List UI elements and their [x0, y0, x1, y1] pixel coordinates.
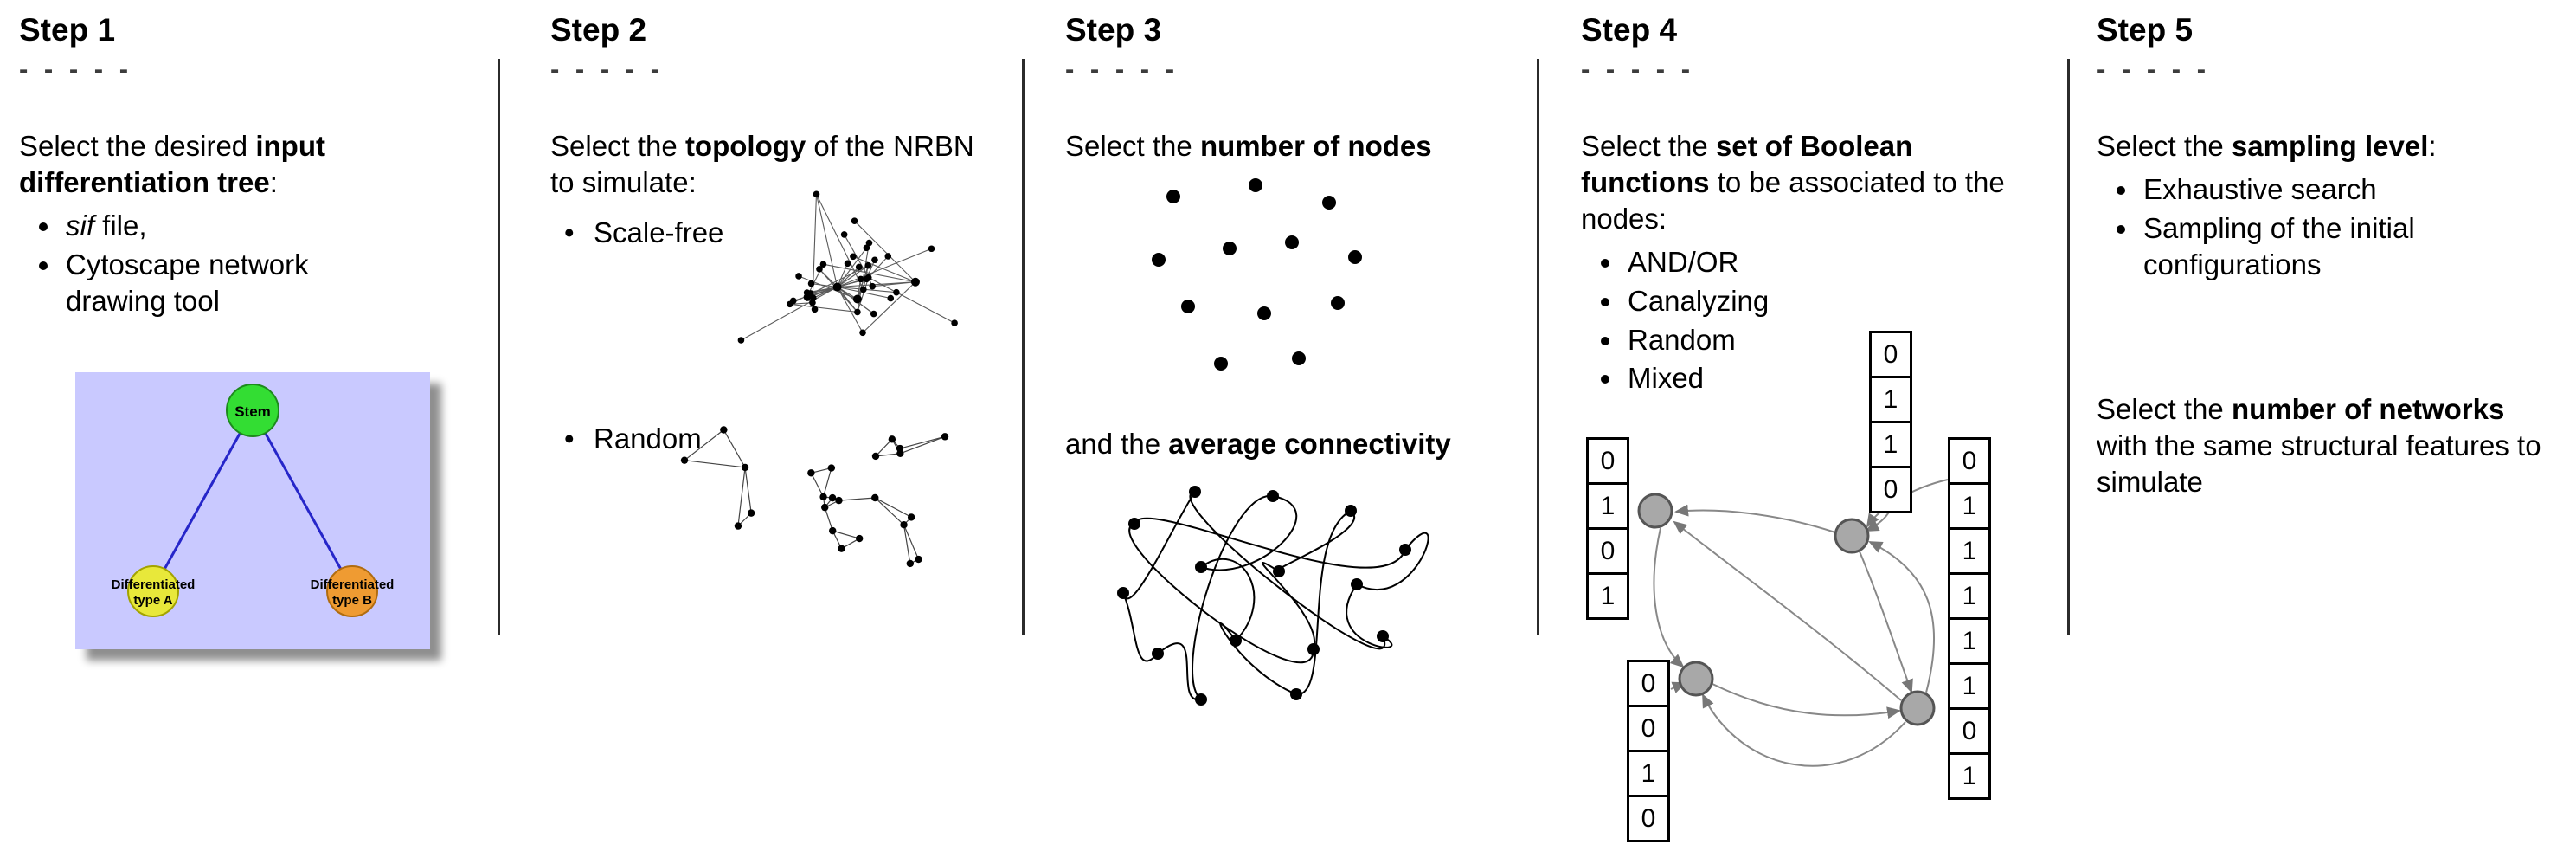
step-2-intro: Select the topology of the NRBN to simul… — [550, 130, 974, 198]
truth-table-top: 0 1 1 0 — [1869, 331, 1912, 513]
step-4-options: AND/OR Canalyzing Random Mixed — [1581, 244, 2061, 397]
list-item-random: Random — [550, 421, 702, 457]
step-2-column: Step 2 - - - - - Select the topology of … — [550, 0, 1009, 851]
truth-table-cell: 0 — [1586, 527, 1629, 575]
stem-node — [226, 384, 279, 437]
random-network-figure — [671, 416, 957, 580]
list-item-exhaustive: Exhaustive search — [2140, 171, 2529, 208]
step-4-title: Step 4 — [1581, 12, 1678, 48]
truth-table-right: 0 1 1 1 1 1 0 1 — [1948, 437, 1991, 800]
step-3-dashes: - - - - - — [1065, 54, 1179, 84]
step-1-dashes: - - - - - — [19, 54, 133, 84]
truth-table-cell: 1 — [1869, 376, 1912, 423]
step-1-options: sif file, Cytoscape network drawing tool — [19, 208, 339, 319]
step-1-column: Step 1 - - - - - Select the desired inpu… — [19, 0, 491, 851]
truth-table-cell: 1 — [1948, 662, 1991, 710]
step-2-dashes: - - - - - — [550, 54, 665, 84]
column-divider-4 — [2067, 59, 2070, 635]
list-item-random: Random — [1624, 322, 2061, 358]
truth-table-cell: 1 — [1586, 572, 1629, 620]
step-1-title: Step 1 — [19, 12, 116, 48]
list-item-canalyzing: Canalyzing — [1624, 283, 2061, 319]
step-3-line1: Select the number of nodes — [1065, 130, 1432, 162]
truth-table-cell: 1 — [1627, 750, 1670, 797]
truth-table-left: 0 1 0 1 — [1586, 437, 1629, 620]
list-item-sif-file: sif file, — [62, 208, 339, 244]
tree-edges — [151, 409, 354, 590]
step-4-intro: Select the set of Boolean functions to b… — [1581, 130, 2005, 235]
step-5-column: Step 5 - - - - - Select the sampling lev… — [2097, 0, 2576, 851]
list-item-and-or: AND/OR — [1624, 244, 2061, 280]
truth-table-cell: 0 — [1869, 466, 1912, 513]
network-node — [1637, 493, 1673, 529]
step-5-networks-text: Select the number of networks with the s… — [2097, 393, 2541, 498]
truth-table-cell: 0 — [1627, 705, 1670, 752]
truth-table-cell: 0 — [1869, 331, 1912, 378]
truth-table-cell: 0 — [1627, 660, 1670, 707]
truth-table-cell: 1 — [1586, 482, 1629, 530]
network-node — [1899, 690, 1936, 726]
list-item-sampling: Sampling of the initial configurations — [2140, 210, 2529, 283]
list-item-cytoscape: Cytoscape network drawing tool — [62, 247, 339, 319]
truth-table-cell: 0 — [1627, 795, 1670, 842]
truth-table-cell: 0 — [1948, 707, 1991, 755]
truth-table-cell: 0 — [1586, 437, 1629, 485]
column-divider-1 — [498, 59, 500, 635]
network-nodes — [1637, 493, 1936, 726]
type-b-node — [326, 565, 378, 617]
type-a-node — [127, 565, 179, 617]
truth-table-cell: 0 — [1948, 437, 1991, 485]
list-item-scale-free: Scale-free — [550, 215, 723, 251]
step-5-dashes: - - - - - — [2097, 54, 2211, 84]
network-node — [1678, 661, 1714, 697]
step-3-title: Step 3 — [1065, 12, 1162, 48]
truth-table-cell: 1 — [1948, 482, 1991, 530]
step-3-line2: and the average connectivity — [1065, 428, 1451, 460]
step-4-dashes: - - - - - — [1581, 54, 1695, 84]
step-5-options: Exhaustive search Sampling of the initia… — [2097, 171, 2529, 283]
column-divider-3 — [1537, 59, 1539, 635]
truth-table-cell: 1 — [1948, 752, 1991, 800]
scale-free-network-figure — [689, 185, 974, 393]
stem-label: Stem — [234, 403, 271, 420]
network-node — [1834, 518, 1870, 554]
network-edges — [1653, 479, 1949, 767]
connectivity-tangle-figure — [1095, 467, 1437, 723]
step-1-intro: Select the desired input differentiation… — [19, 130, 325, 198]
boolean-network-graph — [1637, 479, 1949, 767]
truth-table-bottom-left: 0 0 1 0 — [1627, 660, 1670, 842]
step-4-column: Step 4 - - - - - Select the set of Boole… — [1581, 0, 2061, 851]
truth-table-cell: 1 — [1948, 527, 1991, 575]
step-3-column: Step 3 - - - - - Select the number of no… — [1065, 0, 1537, 851]
truth-table-cell: 1 — [1948, 572, 1991, 620]
step-2-title: Step 2 — [550, 12, 647, 48]
step-5-intro: Select the sampling level: — [2097, 130, 2437, 162]
step-5-title: Step 5 — [2097, 12, 2194, 48]
truth-table-cell: 1 — [1869, 421, 1912, 468]
nodes-dots-figure — [1134, 175, 1377, 391]
boolean-network-figure: 0 1 1 0 0 1 0 1 0 0 1 0 0 1 1 1 — [1581, 322, 1996, 851]
truth-table-cell: 1 — [1948, 617, 1991, 665]
column-divider-2 — [1022, 59, 1025, 635]
list-item-mixed: Mixed — [1624, 360, 2061, 396]
